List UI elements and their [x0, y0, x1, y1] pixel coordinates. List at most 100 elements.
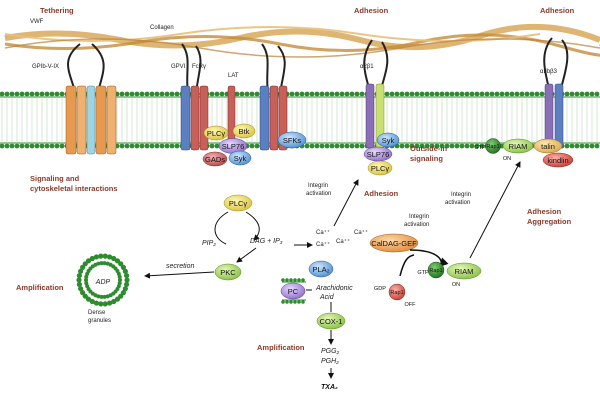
section-adhesion-top: Adhesion — [354, 6, 389, 15]
lipid-head — [0, 143, 5, 149]
lipid-head — [589, 91, 595, 97]
lipid-head — [459, 143, 465, 149]
lipid-head — [399, 143, 405, 149]
lipid-head — [594, 143, 600, 149]
lipid-head — [569, 91, 575, 97]
lipid-head — [339, 91, 345, 97]
syk-integrin: Syk — [382, 136, 395, 145]
lipid-head — [254, 143, 260, 149]
rap1-top: Rap1 — [486, 144, 499, 150]
label-a2b1: α2β1 — [360, 64, 374, 70]
lipid-head — [254, 91, 260, 97]
gads: GADs — [205, 155, 225, 164]
lat — [227, 85, 236, 147]
granule-lipid-head — [76, 277, 82, 283]
talin: talin — [541, 142, 555, 151]
lipid-head — [9, 143, 15, 149]
lipid-head — [309, 143, 315, 149]
lipid-head — [44, 143, 50, 149]
lipid-head — [594, 91, 600, 97]
granule-lipid-head — [106, 300, 113, 306]
lipid-head — [429, 91, 435, 97]
cox-1: COX-1 — [316, 312, 346, 330]
on-label-top: ON — [503, 156, 511, 162]
lipid-head — [174, 143, 180, 149]
lipid-head — [44, 91, 50, 97]
granule-lipid-head — [102, 294, 107, 299]
lipid-head — [344, 91, 350, 97]
ca-3: Ca⁺⁺ — [336, 238, 350, 245]
granule-lipid-head — [76, 272, 83, 279]
gtp-label-mid: GTP — [417, 270, 429, 276]
rap1-mid: Rap1 — [429, 268, 442, 274]
pkc: PKC — [214, 263, 242, 281]
label-lat: LAT — [228, 73, 239, 79]
granule-lipid-head — [85, 284, 90, 289]
lipid-head — [49, 143, 55, 149]
lipid-head — [494, 91, 500, 97]
lipid-head — [334, 143, 340, 149]
lipid-head — [524, 91, 530, 97]
pc-lipid-head — [289, 278, 293, 282]
collagen-fibers — [4, 23, 600, 58]
lipid-head — [164, 91, 170, 97]
gpvi-complex — [180, 43, 209, 151]
sfks: SFKs — [283, 136, 302, 145]
lipid-head — [354, 143, 360, 149]
lipid-head — [169, 143, 175, 149]
lipid-head — [309, 91, 315, 97]
lipid-head — [144, 91, 150, 97]
granule-lipid-head — [96, 261, 101, 266]
lipid-head — [219, 91, 225, 97]
btk: Btk — [239, 127, 250, 136]
section-amplification-left: Amplification — [16, 283, 64, 292]
granule-lipid-head — [93, 254, 100, 260]
lipid-head — [239, 91, 245, 97]
pc-lipid-head — [281, 278, 285, 282]
granule-lipid-head — [118, 278, 122, 282]
lipid-head — [39, 143, 45, 149]
slp76-membrane: SLP76 — [222, 142, 245, 151]
pc-lipid-head — [301, 300, 305, 304]
granule-lipid-head — [78, 268, 84, 274]
lipid-head — [434, 91, 440, 97]
granule-lipid-head — [102, 301, 108, 307]
lipid-head — [29, 91, 35, 97]
lipid-head — [349, 91, 355, 97]
lipid-head — [444, 91, 450, 97]
secretion-label: secretion — [166, 263, 195, 270]
lipid-head — [474, 143, 480, 149]
section-amplification-bottom: Amplification — [257, 343, 305, 352]
lipid-head — [339, 143, 345, 149]
rap1-riam-mid: GTP Rap1 RIAM ON — [417, 261, 482, 288]
lipid-head — [294, 91, 300, 97]
gdp-label: GDP — [374, 286, 386, 292]
lipid-head — [454, 91, 460, 97]
lipid-head — [434, 143, 440, 149]
lipid-head — [124, 91, 130, 97]
pgh2: PGH₂ — [321, 358, 339, 365]
lipid-head — [359, 143, 365, 149]
lipid-head — [129, 91, 135, 97]
pc-lipid-head — [297, 278, 301, 282]
plc-reaction-arrow — [214, 211, 229, 245]
lipid-head — [464, 91, 470, 97]
adp-label: ADP — [95, 279, 111, 286]
lipid-head — [134, 143, 140, 149]
granule-lipid-head — [118, 261, 124, 267]
lipid-head — [419, 143, 425, 149]
lipid-head — [574, 143, 580, 149]
ca-1: Ca⁺⁺ — [316, 229, 330, 236]
lipid-head — [459, 91, 465, 97]
plcg-cyto-label: PLCγ — [229, 199, 248, 208]
pc-lipid-head — [289, 300, 293, 304]
granule-lipid-head — [93, 300, 100, 306]
lipid-head — [54, 91, 60, 97]
lipid-head — [404, 143, 410, 149]
granule-lipid-head — [106, 254, 113, 260]
